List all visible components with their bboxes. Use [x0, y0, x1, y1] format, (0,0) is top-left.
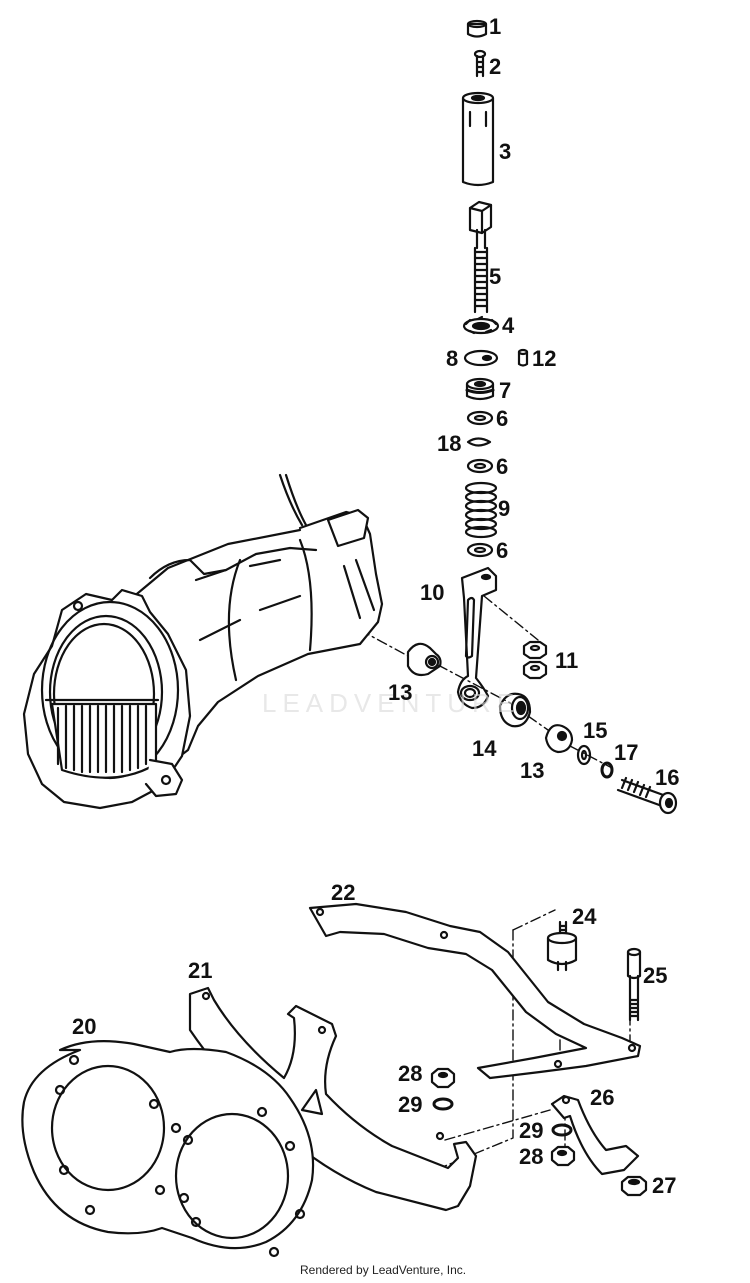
callout-14: 14: [472, 736, 497, 761]
callout-25: 25: [643, 963, 668, 988]
callout-6-a: 6: [496, 406, 509, 431]
callout-11: 11: [555, 648, 579, 673]
callout-6-c: 6: [496, 538, 509, 563]
callout-29-a: 29: [398, 1092, 423, 1117]
callout-6-b: 6: [496, 454, 509, 479]
callout-16: 16: [655, 765, 680, 790]
callout-15: 15: [583, 718, 608, 743]
callout-2: 2: [489, 54, 502, 79]
part-29-washer-a: [432, 1097, 454, 1111]
part-18-circlip: [466, 437, 492, 447]
part-3-sleeve: [461, 91, 495, 187]
part-28-nut-a: [430, 1067, 456, 1089]
part-24-rubber-stud: [546, 920, 578, 972]
part-8-eccentric-washer: [463, 349, 499, 367]
headlight-assembly: [22, 473, 384, 810]
part-15-washer: [576, 744, 592, 766]
part-29-washer-b: [551, 1123, 573, 1137]
callout-7: 7: [499, 378, 512, 403]
part-11-nut-b: [522, 660, 548, 680]
callout-28-b: 28: [519, 1144, 544, 1169]
part-13-bushing-a: [406, 642, 442, 677]
part-6-washer-c: [466, 542, 494, 558]
part-2-screw: [473, 49, 487, 78]
callout-10: 10: [420, 580, 445, 605]
callout-9: 9: [498, 496, 511, 521]
rendered-by-credit: Rendered by LeadVenture, Inc.: [300, 1263, 467, 1277]
part-20-gasket: [21, 1040, 315, 1258]
part-22-upper-bracket: [308, 902, 642, 1080]
part-10-bracket: [456, 566, 498, 710]
part-7-rubber-mount: [465, 377, 495, 401]
callout-22: 22: [331, 880, 356, 905]
callout-29-b: 29: [519, 1118, 544, 1143]
part-6-washer-b: [466, 458, 494, 474]
callout-20: 20: [72, 1014, 97, 1039]
part-1-cap: [466, 19, 488, 38]
callout-5: 5: [489, 264, 502, 289]
part-6-washer-a: [466, 410, 494, 426]
part-17-lock-washer: [600, 761, 614, 779]
callout-13-a: 13: [388, 680, 413, 705]
part-25-long-bolt: [626, 947, 642, 1022]
callout-21: 21: [188, 958, 213, 983]
callout-3: 3: [499, 139, 512, 164]
callout-27: 27: [652, 1173, 677, 1198]
callout-18: 18: [437, 431, 462, 456]
part-26-lower-bracket: [550, 1094, 640, 1176]
callout-13-b: 13: [520, 758, 545, 783]
part-4-lock-washer: [462, 315, 500, 335]
callout-28-a: 28: [398, 1061, 423, 1086]
callout-17: 17: [614, 740, 639, 765]
part-16-bolt: [616, 776, 678, 815]
callout-4: 4: [502, 313, 515, 338]
watermark-text: LEADVENTURE: [262, 688, 521, 718]
part-14-bushing: [498, 692, 532, 728]
part-9-spring: [464, 481, 498, 539]
part-13-bushing-b: [544, 724, 574, 754]
callout-12: 12: [532, 346, 557, 371]
callout-8: 8: [446, 346, 459, 371]
part-12-bushing: [517, 348, 529, 367]
callout-24: 24: [572, 904, 597, 929]
part-5-threaded-rod: [468, 200, 493, 314]
callout-1: 1: [489, 14, 502, 39]
part-28-nut-b: [550, 1145, 576, 1167]
callout-26: 26: [590, 1085, 615, 1110]
part-11-nut-a: [522, 640, 548, 660]
part-27-nut: [620, 1175, 648, 1197]
